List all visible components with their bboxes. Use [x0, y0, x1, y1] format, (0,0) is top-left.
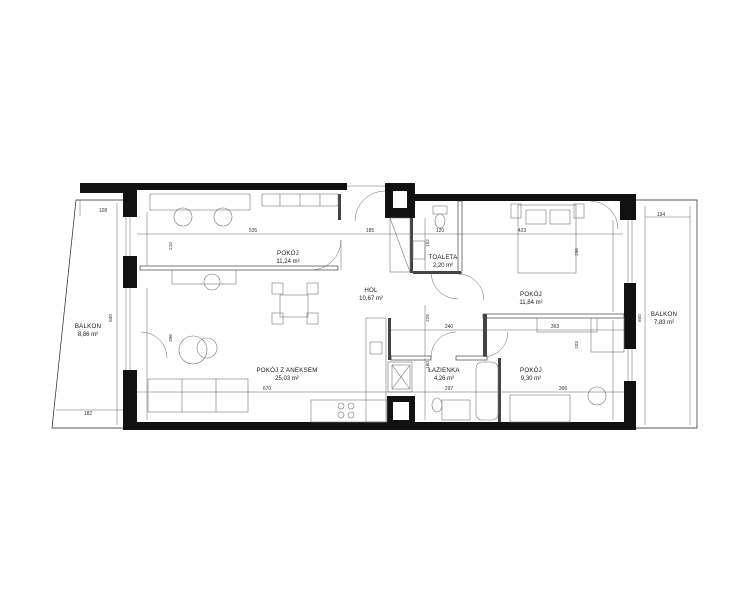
dimension-label: 670 [263, 386, 272, 392]
room-label-pokoj-2: POKÓJ 11,84 m² [519, 291, 542, 306]
room-area: 9,30 m² [521, 376, 541, 382]
dimension-label: 134 [657, 212, 666, 218]
room-label-lazienka: ŁAZIENKA 4,26 m² [428, 367, 460, 382]
room-area: 8,86 m² [78, 332, 98, 338]
room-label-balkon-right: BALKON 7,83 m² [651, 311, 677, 326]
balcony-right-outline [636, 199, 698, 429]
dimension-label: 203 [574, 341, 579, 349]
room-name: BALKON [75, 323, 101, 330]
room-name: TOALETA [428, 254, 458, 261]
dimension-label: 296 [574, 248, 579, 256]
room-label-pokoj-z-aneksem: POKÓJ Z ANEKSEM 25,03 m² [256, 367, 317, 382]
dimension-label: 297 [445, 386, 454, 392]
dimension-labels-vertical: 210 152 296 396 226 160 203 600 600 [108, 239, 642, 369]
dimension-label: 535 [249, 228, 258, 234]
dimension-label: 600 [108, 314, 113, 322]
dimension-label: 396 [168, 334, 173, 342]
room-name: POKÓJ [520, 367, 542, 374]
room-name: POKÓJ [520, 291, 542, 298]
balcony-left-outline [51, 199, 123, 429]
dimension-label: 182 [84, 411, 93, 417]
room-label-hol: HOL 10,67 m² [359, 287, 383, 302]
dimension-label: 210 [168, 242, 173, 250]
furniture [147, 193, 625, 423]
dimension-label: 363 [551, 324, 560, 330]
room-name: POKÓJ [277, 250, 299, 257]
dimension-label: 306 [559, 386, 568, 392]
dimension-labels-horizontal: 535 185 120 423 240 363 670 297 306 108 … [84, 208, 666, 417]
doors [140, 190, 619, 359]
room-label-toaleta: TOALETA 2,20 m² [428, 254, 458, 269]
room-label-balkon-left: BALKON 8,86 m² [75, 323, 101, 338]
dimension-label: 108 [99, 208, 108, 214]
room-area: 2,20 m² [433, 263, 453, 269]
interior-walls [139, 194, 625, 422]
room-name: BALKON [651, 311, 677, 318]
room-area: 11,84 m² [519, 300, 542, 306]
dimension-label: 160 [425, 361, 430, 369]
room-area: 7,83 m² [654, 320, 674, 326]
room-area: 11,24 m² [276, 259, 299, 265]
windows [125, 185, 633, 381]
room-name: ŁAZIENKA [428, 367, 460, 374]
shaft-bottom-inner [393, 402, 409, 420]
dimension-label: 226 [425, 314, 430, 322]
room-name: POKÓJ Z ANEKSEM [256, 367, 317, 374]
exterior-walls [80, 183, 636, 430]
room-name: HOL [364, 287, 378, 294]
room-area: 4,26 m² [434, 376, 454, 382]
dimension-label: 152 [425, 239, 430, 247]
room-label-pokoj-3: POKÓJ 9,30 m² [520, 367, 542, 382]
dimension-label: 120 [436, 228, 445, 234]
dimension-label: 423 [518, 228, 527, 234]
dimension-label: 240 [445, 324, 454, 330]
dimension-lines [137, 212, 624, 420]
room-area: 10,67 m² [359, 296, 383, 302]
dimension-label: 185 [366, 228, 375, 234]
room-area: 25,03 m² [275, 376, 299, 382]
dimension-label: 600 [637, 314, 642, 322]
room-label-pokoj-1: POKÓJ 11,24 m² [276, 250, 299, 265]
